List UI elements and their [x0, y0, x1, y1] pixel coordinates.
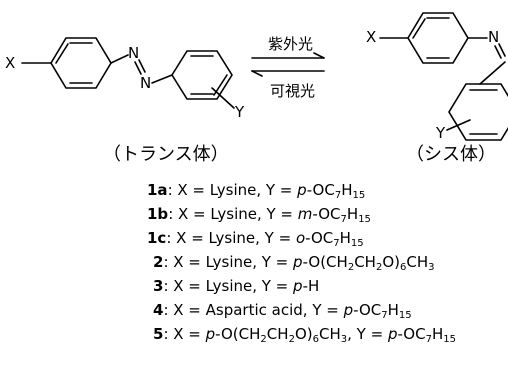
compound-id: 5 — [153, 325, 164, 343]
cis-n1-label: N — [488, 28, 499, 46]
cis-y-label: Y — [435, 124, 446, 142]
compound-id: 1a — [147, 181, 168, 199]
compound-entry-3: 3: X = Lysine, Y = p-H — [153, 277, 320, 295]
trans-ring-n-bond — [110, 54, 129, 64]
cis-n-ring-bond — [479, 61, 506, 85]
forward-arrow-head — [313, 52, 325, 59]
compound-entry-2: 2: X = Lysine, Y = p-O(CH2CH2O)6CH3 — [153, 253, 435, 273]
cis-y-bond — [446, 119, 471, 131]
cis-n-n-bond-2 — [498, 43, 506, 57]
trans-isomer-structure: X N N Y （トランス体） — [5, 37, 245, 165]
compound-entry-1c: 1c: X = Lysine, Y = o-OC7H15 — [147, 229, 364, 249]
trans-caption: （トランス体） — [103, 144, 229, 165]
trans-n-ring-bond — [151, 74, 173, 84]
photoisomerization-scheme: X N N Y （トランス体） 紫外光 可視光 X — [5, 12, 508, 165]
trans-ring-2 — [171, 50, 233, 100]
compound-entry-1b: 1b: X = Lysine, Y = m-OC7H15 — [147, 205, 371, 225]
cis-caption: （シス体） — [406, 144, 496, 165]
trans-n2-label: N — [140, 74, 151, 92]
compound-entry-5: 5: X = p-O(CH2CH2O)6CH3, Y = p-OC7H15 — [153, 325, 456, 345]
compound-id: 2 — [153, 253, 164, 271]
cis-n-n-bond-1 — [494, 45, 502, 59]
cis-isomer-structure: X N Y （シス体） — [366, 12, 508, 165]
cis-ring-2 — [448, 83, 508, 141]
uv-light-label: 紫外光 — [268, 35, 313, 53]
trans-n1-label: N — [128, 44, 139, 62]
compound-id: 1b — [147, 205, 169, 223]
cis-ring-1 — [407, 12, 469, 64]
trans-n-n-bond-2 — [138, 59, 146, 73]
equilibrium-arrows: 紫外光 可視光 — [251, 35, 325, 100]
visible-light-label: 可視光 — [270, 82, 315, 100]
compound-entry-4: 4: X = Aspartic acid, Y = p-OC7H15 — [153, 301, 412, 321]
cis-x-label: X — [366, 28, 376, 46]
compound-entry-1a: 1a: X = Lysine, Y = p-OC7H15 — [147, 181, 366, 201]
trans-n-n-bond-1 — [134, 61, 142, 75]
compound-id: 1c — [147, 229, 167, 247]
reverse-arrow-head — [251, 70, 263, 77]
trans-x-label: X — [5, 54, 15, 72]
compound-id: 4 — [153, 301, 164, 319]
compound-id: 3 — [153, 277, 164, 295]
trans-y-bond — [211, 87, 235, 109]
trans-ring-1 — [50, 37, 112, 89]
trans-y-label: Y — [234, 103, 245, 121]
